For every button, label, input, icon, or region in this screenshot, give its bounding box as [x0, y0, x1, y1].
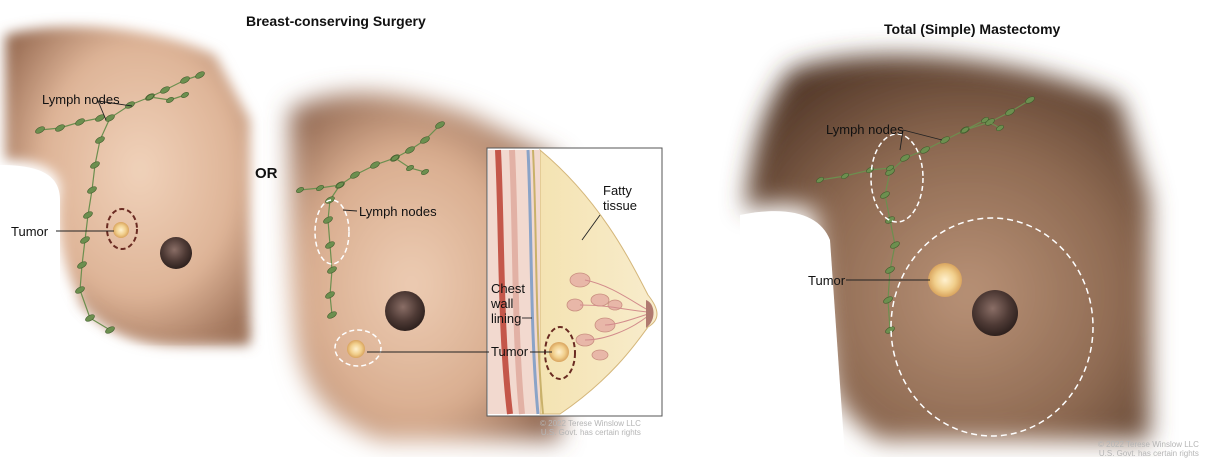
- nipple: [160, 237, 192, 269]
- lymph-nodes-label: Lymph nodes: [359, 204, 437, 219]
- bcs-title: Breast-conserving Surgery: [246, 13, 426, 29]
- fatty-tissue-label: Fatty tissue: [603, 183, 637, 213]
- copyright-notice: © 2022 Terese Winslow LLC U.S. Govt. has…: [1098, 440, 1199, 458]
- tumor: [928, 263, 962, 297]
- tumor-label: Tumor: [491, 344, 528, 359]
- arm-cutout: [0, 165, 60, 457]
- tumor-label: Tumor: [808, 273, 845, 288]
- nipple: [385, 291, 425, 331]
- tumor: [347, 340, 365, 358]
- lymph-nodes-label: Lymph nodes: [826, 122, 904, 137]
- or-label: OR: [255, 165, 278, 182]
- lymph-node: [84, 313, 95, 323]
- copyright-notice: © 2022 Terese Winslow LLC U.S. Govt. has…: [540, 419, 641, 437]
- nipple: [972, 290, 1018, 336]
- tumor: [113, 222, 129, 238]
- lymph-nodes-label: Lymph nodes: [42, 92, 120, 107]
- mastectomy-title: Total (Simple) Mastectomy: [884, 21, 1060, 37]
- arm-cutout: [740, 211, 845, 457]
- chest-wall-lining-label: Chest wall lining: [491, 281, 525, 326]
- tumor-label: Tumor: [11, 224, 48, 239]
